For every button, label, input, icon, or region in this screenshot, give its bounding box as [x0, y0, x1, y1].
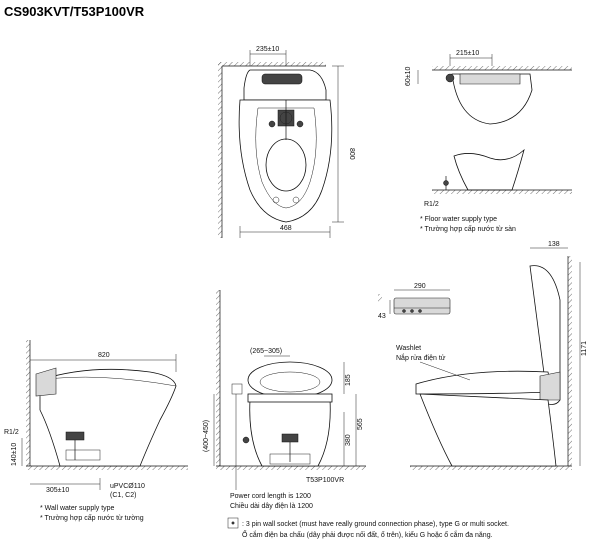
power-cord-en: Power cord length is 1200 [230, 493, 311, 500]
side-view-right: 138 1171 Washlet Nắp rửa điện tử [396, 241, 588, 470]
wall-supply-note-vi: * Trường hợp cấp nước từ tường [40, 513, 144, 522]
dim-138: 138 [548, 241, 560, 248]
wall-supply-note-en: * Wall water supply type [40, 505, 115, 512]
wall-supply-view: 820 R1/2 140±10 305±10 uPVCØ110 (C1, C2)… [4, 340, 188, 522]
floor-supply-note-vi: * Trường hợp cấp nước từ sàn [420, 224, 516, 233]
dim-565: 565 [357, 418, 364, 430]
dim-1171: 1171 [581, 341, 588, 356]
floor-supply-view: 215±10 60±10 R1/2 * Floor water supply t… [405, 50, 572, 233]
washlet-label-en: Washlet [396, 345, 421, 352]
socket-note-vi: Ổ cắm điện ba chấu (dây phải được nối đấ… [242, 530, 493, 539]
dim-305: 305±10 [46, 487, 69, 494]
dim-140: 140±10 [11, 443, 18, 466]
dim-215: 215±10 [456, 50, 479, 57]
rough-r12-left: R1/2 [4, 429, 19, 436]
dim-width-468: 468 [280, 225, 292, 232]
socket-note-en: : 3 pin wall socket (must have really gr… [242, 521, 509, 528]
dim-185: 185 [345, 374, 352, 386]
dim-top-235: 235±10 [256, 46, 279, 53]
dim-265-305: (265~305) [250, 348, 282, 355]
dim-43: 43 [378, 313, 386, 320]
remote-control: 290 43 [378, 283, 451, 320]
front-view: (265~305) (400~450) 185 565 380 T53P100V… [203, 290, 366, 510]
power-cord-vi: Chiều dài dây điện là 1200 [230, 501, 313, 510]
model-tag: T53P100VR [306, 477, 344, 484]
rough-r12-top: R1/2 [424, 201, 439, 208]
model-title: CS903KVT/T53P100VR [4, 4, 145, 19]
dim-290: 290 [414, 283, 426, 290]
dim-60: 60±10 [405, 66, 412, 86]
top-view: 235±10 800 468 [218, 46, 355, 238]
footer-notes: : 3 pin wall socket (must have really gr… [227, 517, 509, 539]
dim-820: 820 [98, 352, 110, 359]
floor-supply-note-en: * Floor water supply type [420, 216, 497, 223]
washlet-label-vi: Nắp rửa điện tử [396, 353, 446, 362]
pipe-spec-sub: (C1, C2) [110, 492, 136, 499]
dim-380: 380 [345, 434, 352, 446]
dim-length-800: 800 [348, 148, 355, 160]
dim-400-450: (400~450) [203, 420, 210, 452]
pipe-spec: uPVCØ110 [110, 483, 145, 490]
